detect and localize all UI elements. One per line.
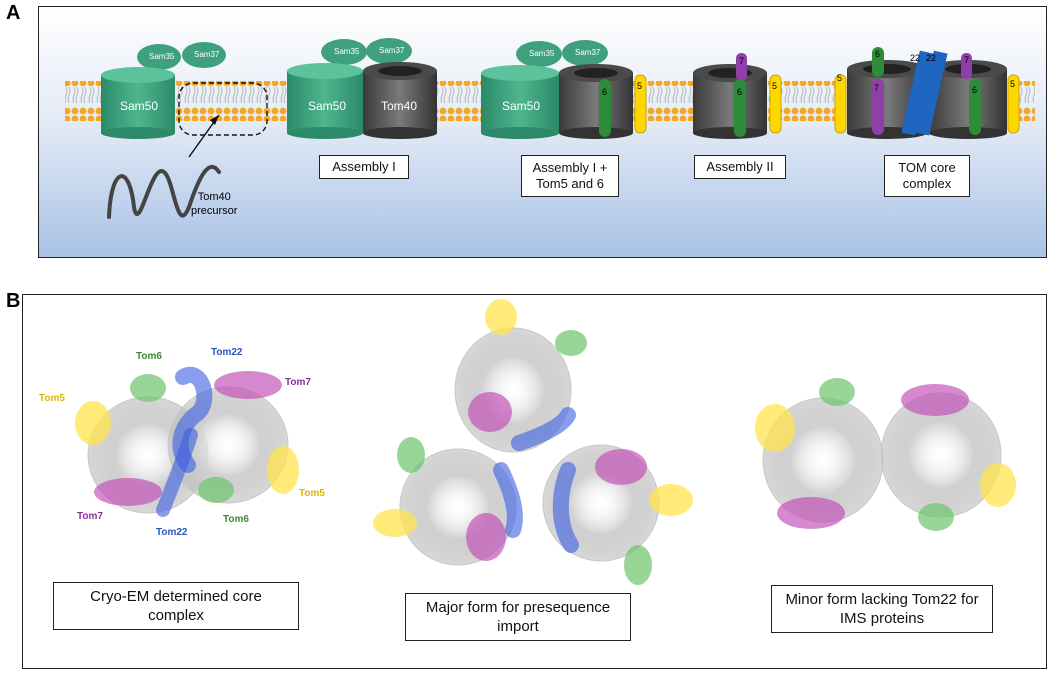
sam35-label-2: Sam35 xyxy=(334,47,360,56)
stage-box-3: Assembly II xyxy=(694,155,786,179)
tom22-bar-2 xyxy=(915,50,948,136)
panel-a-letter: A xyxy=(6,2,21,24)
label-tom7-s1a: Tom7 xyxy=(285,377,311,388)
structure-minor-form xyxy=(755,378,1016,531)
tom6-label-a3: 6 xyxy=(737,87,743,97)
label-tom22-s1b: Tom22 xyxy=(156,527,188,538)
panel-a: Sam35 Sam37 Sam50 Tom40 precursor Sam35 … xyxy=(38,6,1047,258)
precursor-label: Tom40 precursor xyxy=(191,191,238,217)
sam37-label-2: Sam37 xyxy=(379,46,405,55)
tom40-barrel xyxy=(363,71,437,133)
sam37-label: Sam37 xyxy=(194,50,220,59)
tom40-label: Tom40 xyxy=(381,99,418,113)
tom7-label-a3: 7 xyxy=(739,56,745,66)
structures xyxy=(75,299,1016,585)
sam50-label-2: Sam50 xyxy=(308,99,347,113)
tom6-label-a4b: 6 xyxy=(972,85,978,95)
caption-major-form: Major form for presequence import xyxy=(405,593,631,641)
sam37-oval xyxy=(182,42,226,68)
label-tom7-s1b: Tom7 xyxy=(77,511,103,522)
tom5-label-a4a: 5 xyxy=(837,73,843,83)
sam37-label-3: Sam37 xyxy=(575,48,601,57)
sam50-label: Sam50 xyxy=(120,99,159,113)
tom5-label-a2: 5 xyxy=(637,81,643,91)
caption-core-complex: Cryo-EM determined core complex xyxy=(53,582,299,630)
panel-b: Tom6 Tom22 Tom7 Tom5 Tom5 Tom7 Tom6 Tom2… xyxy=(22,294,1047,669)
tom7-label-a4a: 7 xyxy=(874,83,880,93)
tom5-label-a4b: 5 xyxy=(1010,79,1016,89)
stage-box-1: Assembly I xyxy=(319,155,409,179)
tom40-precursor-squiggle xyxy=(107,164,221,219)
sam50-label-3: Sam50 xyxy=(502,99,541,113)
tom6-label-a4a: 6 xyxy=(875,49,881,59)
sam35-oval xyxy=(137,44,181,70)
membrane-diagram xyxy=(65,38,1035,219)
label-tom5-s1a: Tom5 xyxy=(39,393,65,404)
stage-box-2: Assembly I + Tom5 and 6 xyxy=(521,155,619,197)
label-tom5-s1b: Tom5 xyxy=(299,488,325,499)
label-tom6-s1a: Tom6 xyxy=(136,351,162,362)
tom6-label-a2: 6 xyxy=(602,87,608,97)
tom22-label-a4b: 22 xyxy=(926,53,937,63)
panel-b-letter: B xyxy=(6,290,21,312)
caption-minor-form: Minor form lacking Tom22 for IMS protein… xyxy=(771,585,993,633)
label-tom6-s1b: Tom6 xyxy=(223,514,249,525)
sam35-label-3: Sam35 xyxy=(529,49,555,58)
tom5-bar xyxy=(634,74,647,134)
tom7-label-a4b: 7 xyxy=(964,55,970,65)
sam50-barrel xyxy=(101,75,175,133)
tom22-bar-1 xyxy=(901,50,934,136)
tom22-label-a4a: 22 xyxy=(910,53,921,63)
tom7-bar xyxy=(736,53,747,81)
label-tom22-s1a: Tom22 xyxy=(211,347,243,358)
structure-major-form xyxy=(373,299,693,585)
stage-box-4: TOM core complex xyxy=(884,155,970,197)
tom5-label-a3: 5 xyxy=(772,81,778,91)
sam35-label: Sam35 xyxy=(149,52,175,61)
structure-core-complex xyxy=(75,366,299,517)
tom6-bar xyxy=(599,79,611,137)
